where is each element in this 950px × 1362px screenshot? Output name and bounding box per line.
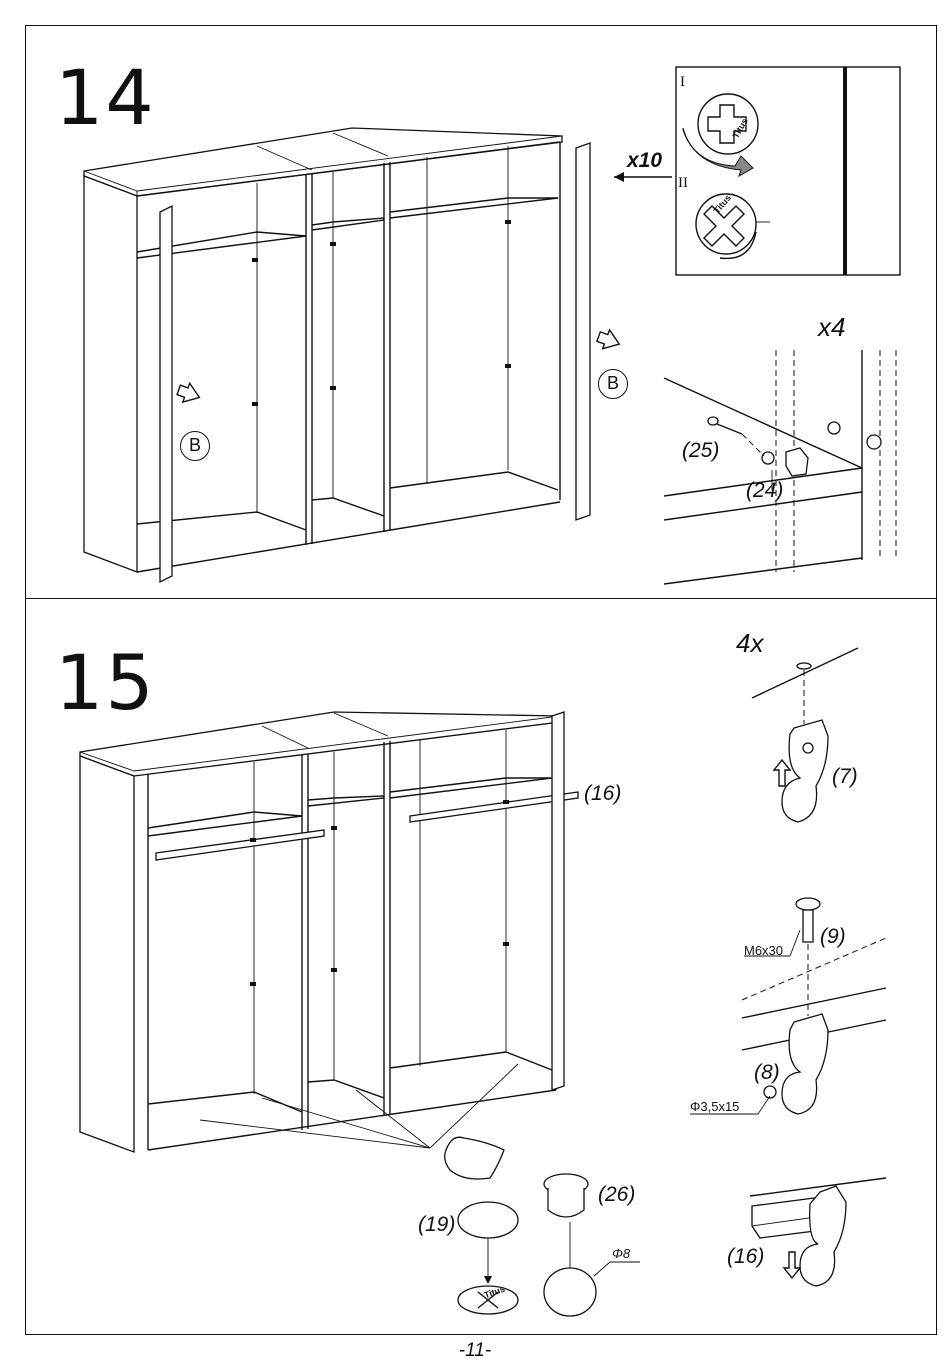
detail-label-roman-2: II: [678, 175, 688, 191]
wardrobe-step15: [79, 711, 579, 1153]
page-frame: [25, 25, 937, 1335]
rail-support-7: [751, 647, 859, 823]
page-number: -11-: [458, 1340, 492, 1361]
part-24-label: (24): [746, 479, 784, 502]
part-8-label: (8): [754, 1061, 780, 1084]
diameter-8-label: Φ8: [612, 1246, 631, 1261]
rail-detail-16: [749, 1177, 887, 1287]
part-9-label: (9): [820, 925, 846, 948]
step-divider: [25, 598, 937, 599]
part-16-detail-label: (16): [727, 1245, 765, 1268]
wardrobe-step14: [83, 127, 621, 584]
part-19-label: (19): [418, 1213, 456, 1236]
screw-35-label: Φ3,5x15: [690, 1099, 740, 1114]
hinge-detail: [663, 350, 897, 585]
part-25-label: (25): [682, 439, 720, 462]
part-b-right: B: [598, 369, 628, 399]
quantity-supports: 4x: [736, 628, 764, 658]
detail-label-roman-1: I: [680, 74, 685, 90]
step-number-15: 15: [55, 638, 156, 727]
cover-cap-26: [543, 1173, 640, 1317]
part-b-left: B: [180, 431, 210, 461]
part-16-rail-label: (16): [584, 782, 622, 805]
screw-m6-label: M6x30: [744, 943, 784, 958]
part-7-label: (7): [832, 765, 858, 788]
part-26-label: (26): [598, 1183, 636, 1206]
step-number-14: 14: [55, 53, 156, 142]
cover-cap-19: [444, 1136, 519, 1315]
quantity-cams: x10: [627, 149, 663, 172]
quantity-hinges: x4: [818, 312, 846, 342]
rail-support-screws: [690, 897, 887, 1115]
titus-detail-box: [675, 66, 901, 276]
